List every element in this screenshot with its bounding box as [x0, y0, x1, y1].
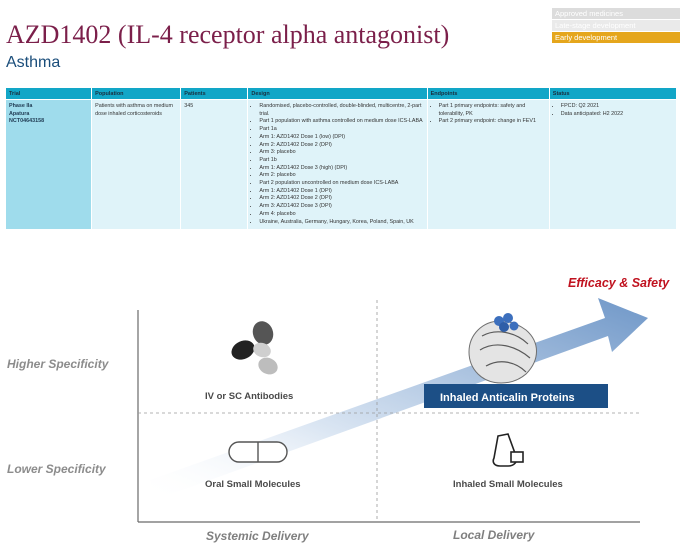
- endpoint-item: Part 1 primary endpoints: safety and tol…: [439, 103, 546, 118]
- design-item: Arm 2: AZD1402 Dose 2 (DPI): [259, 195, 423, 203]
- endpoints-list: Part 1 primary endpoints: safety and tol…: [431, 103, 546, 126]
- efficacy-label: Efficacy & Safety: [568, 276, 670, 290]
- label-oral-small-molecules: Oral Small Molecules: [205, 479, 301, 490]
- status-item: FPCD: Q2 2021: [561, 103, 673, 111]
- design-item: Arm 2: AZD1402 Dose 2 (DPI): [259, 142, 423, 150]
- design-item: Arm 1: AZD1402 Dose 1 (DPI): [259, 188, 423, 196]
- design-item: Arm 2: placebo: [259, 172, 423, 180]
- status-list: FPCD: Q2 2021Data anticipated: H2 2022: [553, 103, 673, 118]
- status-item: Data anticipated: H2 2022: [561, 111, 673, 119]
- trial-phase: Phase IIa: [9, 103, 33, 109]
- design-item: Part 1 population with asthma controlled…: [259, 118, 423, 126]
- design-item: Ukraine, Australia, Germany, Hungary, Ko…: [259, 219, 423, 227]
- antibody-icon: [231, 321, 278, 375]
- x-label-systemic: Systemic Delivery: [206, 529, 310, 543]
- design-item: Arm 1: AZD1402 Dose 1 (low) (DPI): [259, 134, 423, 142]
- design-item: Arm 4: placebo: [259, 211, 423, 219]
- design-list: Randomised, placebo-controlled, double-b…: [251, 103, 423, 226]
- trial-name: Apatura: [9, 110, 30, 117]
- y-label-high: Higher Specificity: [7, 357, 110, 371]
- cell-design: Randomised, placebo-controlled, double-b…: [248, 100, 427, 230]
- endpoint-item: Part 2 primary endpoint: change in FEV1: [439, 118, 546, 126]
- design-item: Arm 1: AZD1402 Dose 3 (high) (DPI): [259, 165, 423, 173]
- inhaler-icon: [492, 433, 524, 467]
- cell-status: FPCD: Q2 2021Data anticipated: H2 2022: [549, 100, 676, 230]
- design-item: Arm 3: AZD1402 Dose 3 (DPI): [259, 203, 423, 211]
- col-header-trial: Trial: [6, 88, 92, 99]
- cell-endpoints: Part 1 primary endpoints: safety and tol…: [427, 100, 549, 230]
- anticalin-protein-icon: [468, 313, 537, 384]
- design-item: Part 1b: [259, 157, 423, 165]
- pill-icon: [228, 441, 288, 463]
- page-title: AZD1402 (IL-4 receptor alpha antagonist): [6, 20, 450, 49]
- stage-legend: Approved medicines Late-stage developmen…: [552, 8, 680, 44]
- page-subtitle: Asthma: [6, 54, 61, 71]
- stage-late: Late-stage development: [552, 20, 680, 31]
- col-header-population: Population: [92, 88, 181, 99]
- y-label-low: Lower Specificity: [7, 462, 107, 476]
- cell-population: Patients with asthma on medium dose inha…: [92, 100, 181, 230]
- design-item: Part 1a: [259, 126, 423, 134]
- stage-approved: Approved medicines: [552, 8, 680, 19]
- inhaled-anticalin-badge: [424, 384, 608, 408]
- stage-early: Early development: [552, 32, 680, 43]
- label-inhaled-anticalin: Inhaled Anticalin Proteins: [440, 392, 575, 404]
- col-header-patients: Patients: [181, 88, 248, 99]
- trial-id: NCT04643158: [9, 118, 45, 125]
- x-label-local: Local Delivery: [453, 528, 536, 542]
- label-iv-sc-antibodies: IV or SC Antibodies: [205, 391, 293, 402]
- col-header-design: Design: [248, 88, 427, 99]
- cell-trial: Phase IIa Apatura NCT04643158: [6, 100, 92, 230]
- col-header-status: Status: [549, 88, 676, 99]
- label-inhaled-small-molecules: Inhaled Small Molecules: [453, 479, 563, 490]
- design-item: Part 2 population uncontrolled on medium…: [259, 180, 423, 188]
- table-row: Phase IIa Apatura NCT04643158 Patients w…: [6, 100, 676, 230]
- trial-table: Trial Population Patients Design Endpoin…: [5, 87, 677, 230]
- col-header-endpoints: Endpoints: [427, 88, 549, 99]
- design-item: Randomised, placebo-controlled, double-b…: [259, 103, 423, 118]
- table-header-row: Trial Population Patients Design Endpoin…: [6, 88, 676, 99]
- design-item: Arm 3: placebo: [259, 149, 423, 157]
- cell-patients: 345: [181, 100, 248, 230]
